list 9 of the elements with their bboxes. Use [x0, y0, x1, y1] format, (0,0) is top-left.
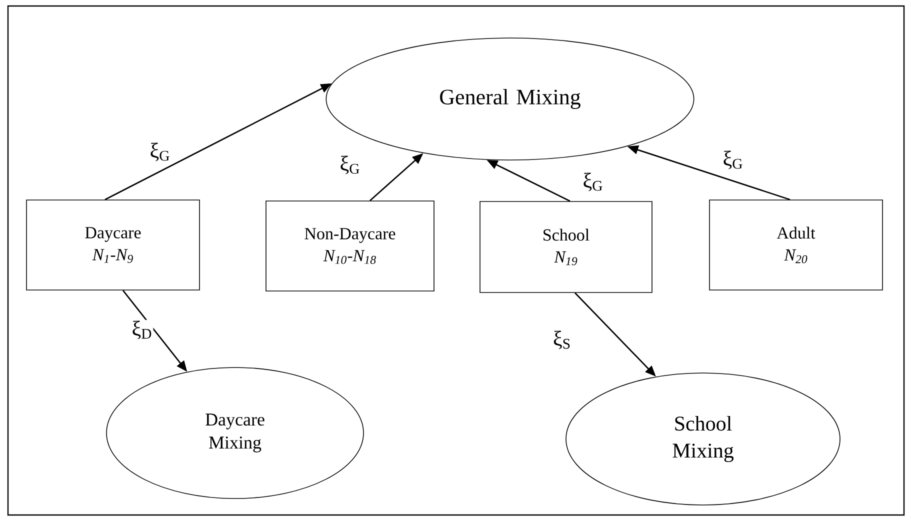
group-box: Adult N$_{20}$ [709, 200, 883, 290]
group-box: School N$_{19}$ [480, 201, 652, 293]
edge-label: ξ$_{G}$ [722, 150, 744, 170]
group-box: Non-Daycare N$_{10}$-N$_{18}$ [266, 200, 434, 292]
edge-label: ξ$_{S}$ [552, 330, 572, 350]
edge-label: ξ$_{G}$ [148, 142, 172, 162]
group-box: Daycare N$_{1}$-N$_{9}$ [26, 200, 200, 290]
edge-label: ξ$_{G}$ [582, 172, 604, 192]
edge-label: ξ$_{D}$ [130, 320, 154, 340]
